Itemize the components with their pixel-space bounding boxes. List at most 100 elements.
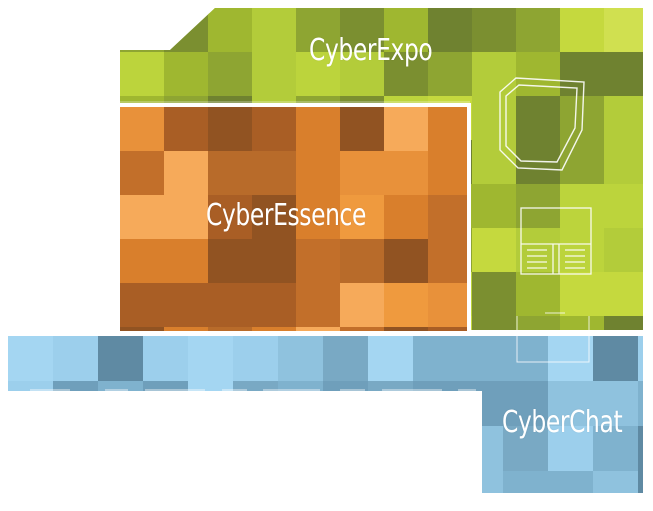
map-tile xyxy=(503,381,549,427)
map-tile xyxy=(296,151,341,196)
map-tile xyxy=(120,52,165,97)
map-tile xyxy=(604,52,643,97)
map-tile xyxy=(53,426,99,472)
map-tile xyxy=(208,52,253,97)
map-tile xyxy=(252,151,297,196)
map-tile xyxy=(164,107,209,152)
map-tile xyxy=(638,471,643,493)
map-tile xyxy=(323,426,369,472)
staircase-outline xyxy=(520,207,592,275)
map-tile xyxy=(8,471,54,493)
map-tile xyxy=(560,316,605,330)
map-tile xyxy=(548,426,594,472)
map-tile xyxy=(638,336,643,382)
map-tile xyxy=(120,151,165,196)
map-tile xyxy=(604,272,643,317)
map-tile xyxy=(188,381,234,427)
map-tile xyxy=(8,426,54,472)
map-tile xyxy=(458,381,504,427)
zone-borders xyxy=(116,8,647,335)
map-tile xyxy=(188,426,234,472)
map-tile xyxy=(164,327,209,331)
map-tile xyxy=(252,8,297,53)
map-tile xyxy=(143,336,189,382)
map-tile xyxy=(560,272,605,317)
map-tile xyxy=(98,426,144,472)
map-tile xyxy=(368,381,414,427)
map-tile xyxy=(384,327,429,331)
map-tile xyxy=(472,272,517,317)
map-tile xyxy=(384,107,429,152)
map-tile xyxy=(143,471,189,493)
map-tile xyxy=(604,140,643,185)
map-tile xyxy=(638,381,643,427)
map-tile xyxy=(164,52,209,97)
map-tile xyxy=(120,195,165,240)
zone-cyberessence[interactable] xyxy=(120,107,473,372)
map-tile xyxy=(340,327,385,331)
map-tile xyxy=(384,151,429,196)
map-tile xyxy=(604,184,643,229)
map-tile xyxy=(233,381,279,427)
map-tile xyxy=(368,336,414,382)
map-tile xyxy=(296,283,341,328)
map-tile xyxy=(503,471,549,493)
map-tile xyxy=(503,336,549,382)
map-tile xyxy=(143,381,189,427)
map-tile xyxy=(164,8,209,53)
map-tile xyxy=(340,151,385,196)
map-tile xyxy=(278,381,324,427)
map-tile xyxy=(516,184,561,229)
map-tile xyxy=(323,381,369,427)
map-tile xyxy=(428,239,467,284)
map-tile xyxy=(233,471,279,493)
map-tile xyxy=(413,426,459,472)
map-tile xyxy=(368,471,414,493)
map-tile xyxy=(368,426,414,472)
map-tile xyxy=(120,107,165,152)
pavilion-outline xyxy=(499,77,585,171)
map-tile xyxy=(233,426,279,472)
map-tile xyxy=(252,239,297,284)
map-tile xyxy=(278,471,324,493)
map-tile xyxy=(458,336,504,382)
map-tile xyxy=(472,96,517,141)
map-tile xyxy=(8,381,54,427)
map-tile xyxy=(208,239,253,284)
map-tile xyxy=(413,381,459,427)
map-tile xyxy=(604,96,643,141)
map-tile xyxy=(233,336,279,382)
map-tile xyxy=(120,327,165,331)
map-tile xyxy=(53,336,99,382)
map-tile xyxy=(98,381,144,427)
map-tile xyxy=(472,228,517,273)
map-tile xyxy=(340,52,385,97)
map-tile xyxy=(593,336,639,382)
map-tile xyxy=(593,471,639,493)
map-tile xyxy=(548,381,594,427)
map-tile xyxy=(516,272,561,317)
map-tile xyxy=(384,239,429,284)
zone-label-cyberchat: CyberChat xyxy=(502,405,623,440)
map-tile xyxy=(472,52,517,97)
map-tile xyxy=(458,426,504,472)
map-tile xyxy=(208,107,253,152)
map-tile xyxy=(560,52,605,97)
map-tile xyxy=(428,327,467,331)
map-tile xyxy=(98,336,144,382)
map-tile xyxy=(472,316,517,330)
map-tile xyxy=(384,195,429,240)
map-tile xyxy=(604,316,643,330)
map-tile xyxy=(340,283,385,328)
map-tile xyxy=(458,471,504,493)
map-tile xyxy=(340,107,385,152)
map-tile xyxy=(548,336,594,382)
map-tile xyxy=(340,239,385,284)
map-tile xyxy=(252,52,297,97)
map-tile xyxy=(278,426,324,472)
map-tile xyxy=(516,316,561,330)
map-tile xyxy=(164,283,209,328)
map-tile xyxy=(516,8,561,53)
map-tile xyxy=(296,52,341,97)
map-tile xyxy=(472,140,517,185)
